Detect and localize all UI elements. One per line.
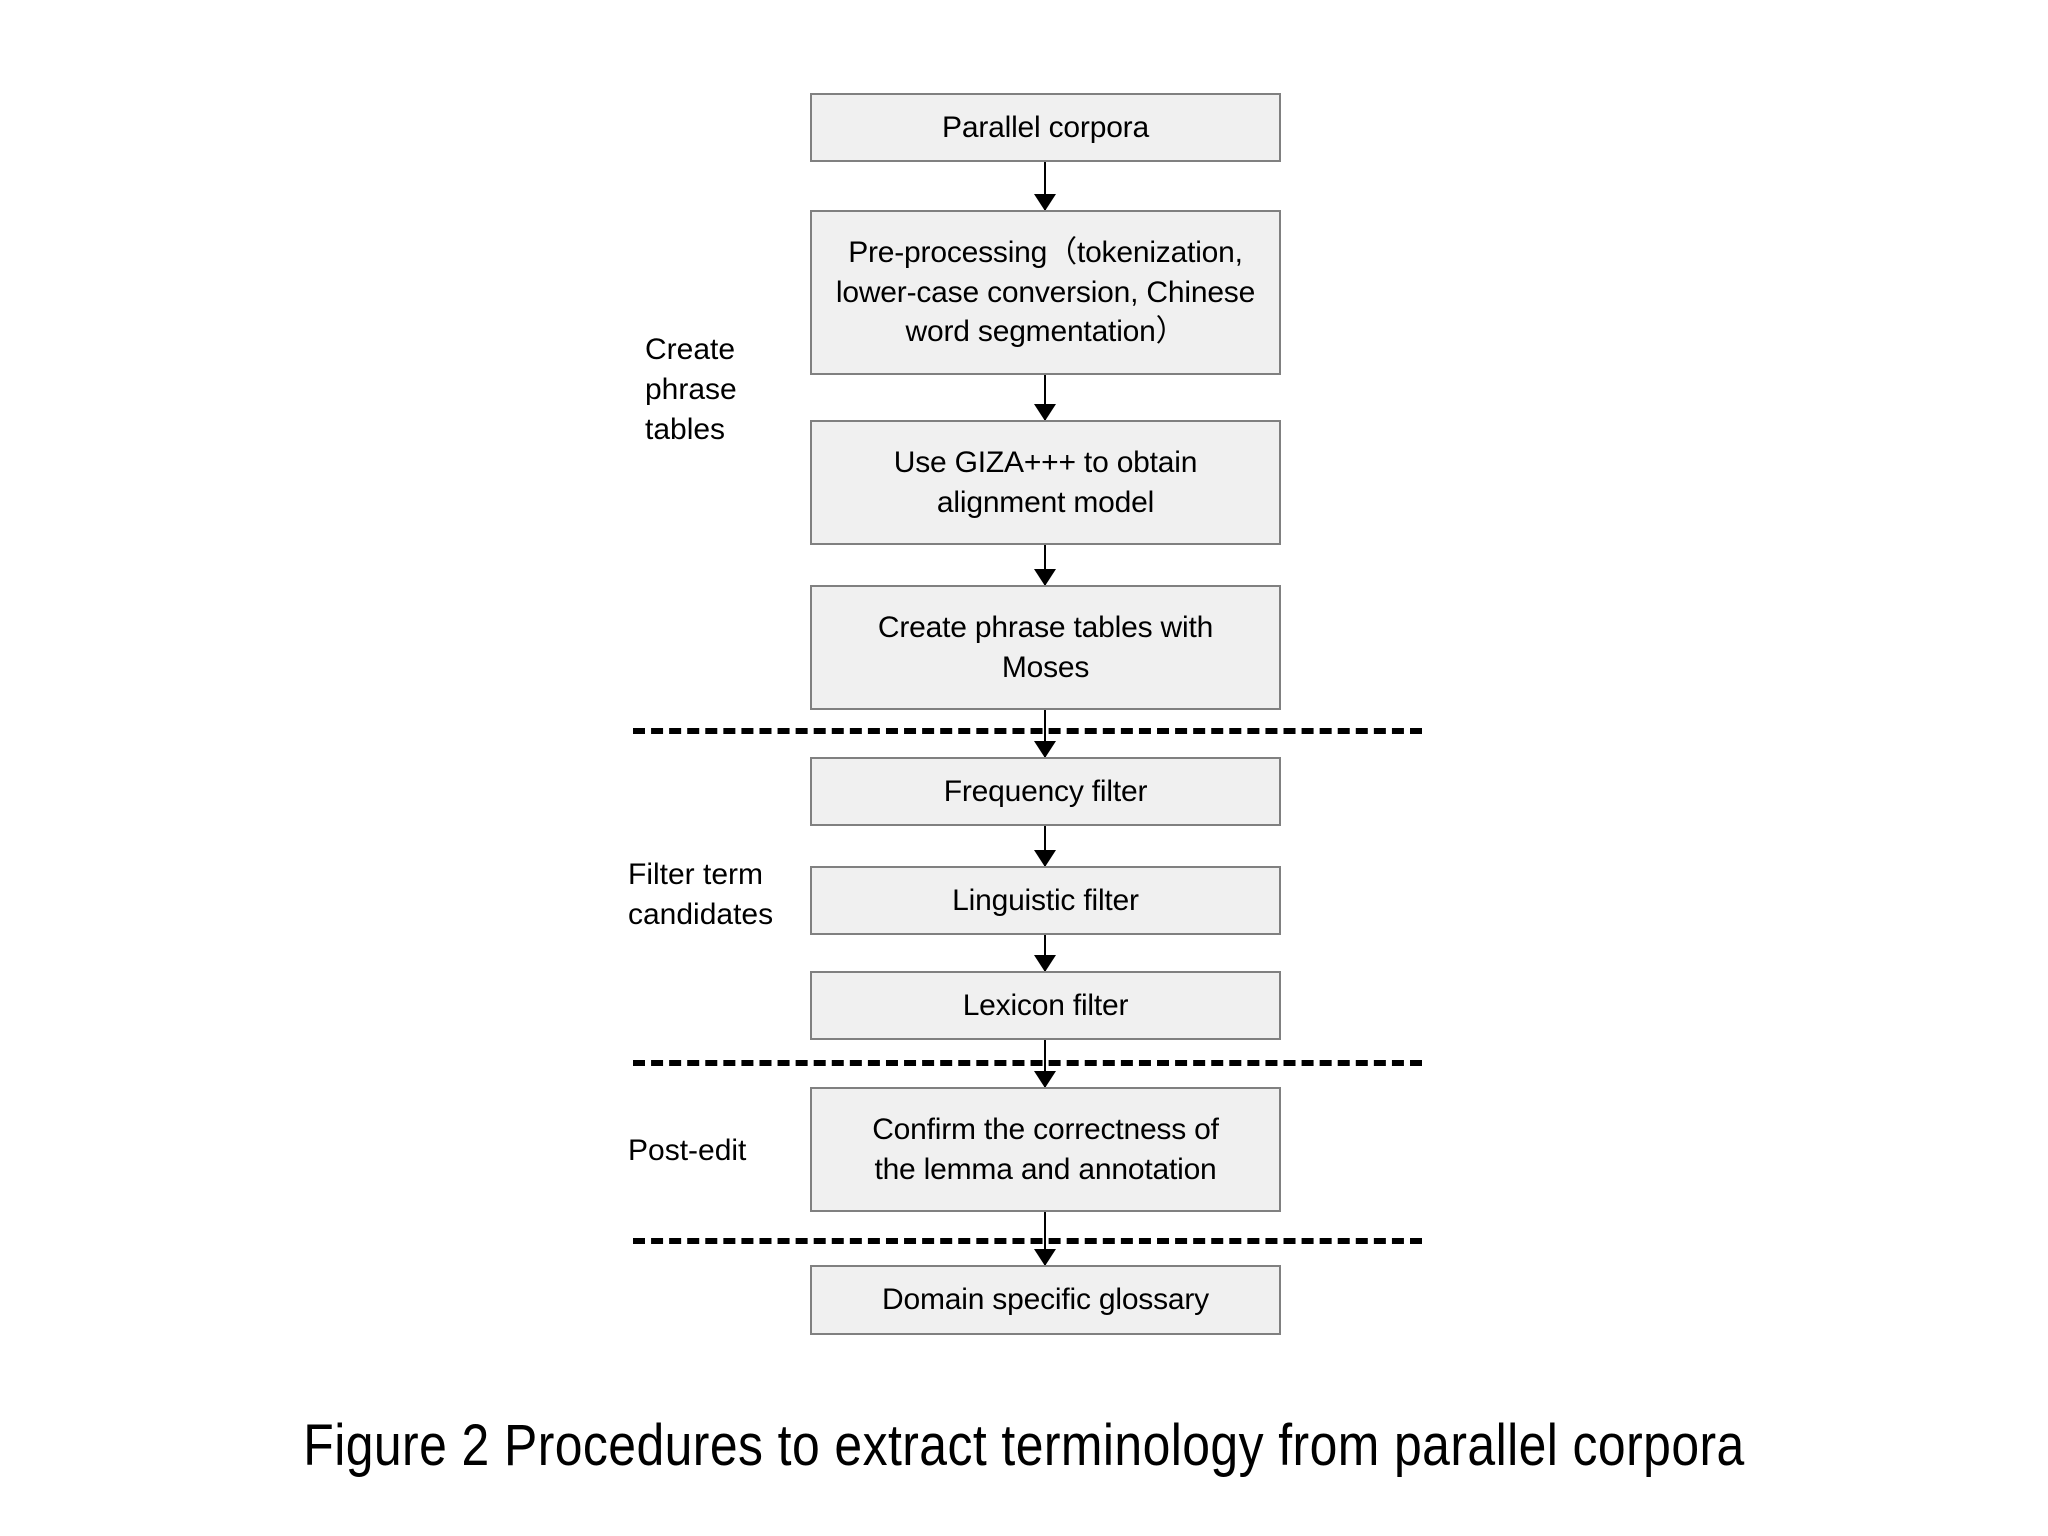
section-divider-postedit-to-output <box>633 1238 1422 1244</box>
arrow-frequency-filter-to-linguistic-filter <box>1044 826 1046 866</box>
section-divider-create-to-filter <box>633 728 1422 734</box>
node-domain-glossary[interactable]: Domain specific glossary <box>810 1265 1281 1335</box>
arrow-pre-processing-to-giza-alignment <box>1044 375 1046 420</box>
stage-label-post-edit: Post-edit <box>628 1134 747 1167</box>
stage-label-create-phrase-tables: Create phrase tables <box>645 333 737 446</box>
arrow-parallel-corpora-to-pre-processing <box>1044 162 1046 210</box>
stage-label-filter-term-candidates: Filter term candidates <box>628 858 774 931</box>
arrow-giza-alignment-to-moses-phrase-table <box>1044 545 1046 585</box>
node-frequency-filter[interactable]: Frequency filter <box>810 757 1281 826</box>
figure-caption: Figure 2 Procedures to extract terminolo… <box>303 1413 1745 1478</box>
node-parallel-corpora[interactable]: Parallel corpora <box>810 93 1281 162</box>
node-giza-alignment[interactable]: Use GIZA+++ to obtain alignment model <box>810 420 1281 545</box>
node-pre-processing[interactable]: Pre-processing（tokenization, lower-case … <box>810 210 1281 375</box>
node-confirm-lemma[interactable]: Confirm the correctness of the lemma and… <box>810 1087 1281 1212</box>
arrow-linguistic-filter-to-lexicon-filter <box>1044 935 1046 971</box>
node-moses-phrase-table[interactable]: Create phrase tables with Moses <box>810 585 1281 710</box>
node-linguistic-filter[interactable]: Linguistic filter <box>810 866 1281 935</box>
node-lexicon-filter[interactable]: Lexicon filter <box>810 971 1281 1040</box>
section-divider-filter-to-postedit <box>633 1060 1422 1066</box>
